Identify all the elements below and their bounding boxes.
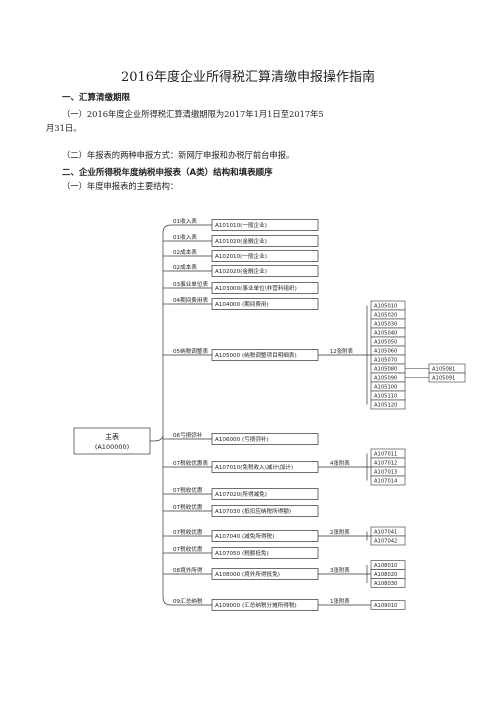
attach-count-label: 12张附表 (330, 347, 354, 355)
form-code: A101020(金融企业) (215, 237, 267, 245)
form-code: A109000 (汇总纳税分摊所得税) (215, 601, 297, 609)
section-heading-structure: 二、企业所得税年度纳税申报表（A类）结构和填表顺序 (62, 168, 273, 178)
attachment-code: A108030 (374, 581, 397, 587)
attachment-box (370, 535, 406, 546)
sub-attachment-code: A105091 (432, 376, 455, 382)
form-code: A107030 (抵扣应纳税所得额) (215, 507, 291, 515)
form-box (211, 547, 319, 559)
sub-attachment-code: A105081 (432, 367, 455, 373)
attachment-code: A108020 (374, 572, 397, 578)
form-code: A101010(一般企业) (215, 221, 267, 229)
branch-label: 08境外所得 (173, 566, 203, 574)
form-code: A105000 (纳税调整项目明细表) (215, 351, 297, 359)
attachment-code: A109010 (374, 603, 397, 609)
form-box (211, 298, 319, 310)
form-box (211, 505, 319, 517)
form-code: A107040 (减免所得税) (215, 532, 274, 540)
sub-attachment-box (428, 372, 466, 383)
branch-label: 03事业单位表 (173, 280, 208, 288)
paragraph-structure: （一）年度申报表的主要结构： (62, 181, 179, 191)
attachment-code: A107012 (374, 461, 397, 467)
attachment-code: A105110 (374, 394, 397, 400)
paragraph-deadline-1: （一）2016年度企业所得税汇算清缴期限为2017年1月1日至2017年5 (62, 109, 324, 119)
branch-curve (162, 596, 172, 606)
paragraph-deadline-1-cont: 月31日。 (46, 123, 82, 133)
form-box (211, 250, 319, 262)
attach-count-label: 1张附表 (330, 597, 350, 605)
attachment-box (370, 475, 406, 486)
form-box (211, 488, 319, 500)
attachment-code: A105010 (374, 304, 397, 310)
form-code: A107020(所得减免) (215, 490, 267, 498)
paragraph-filing-methods: （二）年报表的两种申报方式：新网厅申报和办税厅前台申报。 (62, 150, 295, 160)
branch-label: 04期间费用表 (173, 296, 208, 304)
branch-label: 07税收优惠 (173, 528, 203, 536)
branch-curve (162, 224, 172, 234)
attachment-code: A105100 (374, 385, 397, 391)
attachment-code: A105020 (374, 313, 397, 319)
attachment-code: A105050 (374, 340, 397, 346)
form-code: A104000 (期间费用) (215, 300, 269, 308)
attachment-code: A105060 (374, 349, 397, 355)
page-title: 2016年度企业所得税汇算清缴申报操作指南 (120, 70, 376, 85)
attachment-code: A105040 (374, 331, 397, 337)
form-box (211, 433, 319, 445)
section-heading-deadline: 一、汇算清缴期限 (62, 93, 131, 103)
branch-label: 09汇总纳税 (173, 597, 203, 605)
form-code: A102010(一般企业) (215, 252, 267, 260)
attachment-code: A105030 (374, 322, 397, 328)
branch-label: 02成本表 (173, 248, 197, 256)
attachment-box (370, 399, 406, 410)
form-box (211, 282, 319, 294)
form-code: A107010(免税收入\减计\加计) (215, 463, 293, 471)
form-box (211, 235, 319, 247)
branch-label: 01收入表 (173, 233, 197, 241)
attachment-code: A107011 (374, 452, 397, 458)
root-code: (A100000) (95, 443, 129, 451)
attachment-box (370, 578, 406, 588)
form-box (211, 219, 319, 231)
root-box (73, 427, 151, 455)
form-box (211, 265, 319, 277)
attachment-code: A105070 (374, 358, 397, 364)
attachment-box (370, 600, 406, 610)
attachment-code: A105090 (374, 376, 397, 382)
attach-count-label: 4张附表 (330, 459, 350, 467)
attachment-code: A105080 (374, 367, 397, 373)
branch-label: 02成本表 (173, 263, 197, 271)
attachment-code: A105120 (374, 403, 397, 409)
attachment-code: A107014 (374, 479, 398, 485)
form-code: A107050 (税额抵免) (215, 549, 269, 557)
branch-label: 06亏损弥补 (173, 431, 203, 439)
spine-joint (152, 434, 164, 442)
root-label: 主表 (105, 432, 119, 441)
branch-label: 07税收优惠 (173, 486, 203, 494)
branch-label: 05纳税调整表 (173, 347, 208, 355)
form-code: A103000(事业单位\非营利组织) (215, 284, 297, 292)
attachment-code: A107041 (374, 530, 397, 536)
branch-label: 07税收优惠 (173, 503, 203, 511)
form-code: A106000 (亏损弥补) (215, 435, 269, 443)
branch-label: 07税收优惠 (173, 545, 203, 553)
attach-count-label: 3张附表 (330, 566, 350, 574)
branch-label: 07税收优惠表 (173, 459, 208, 467)
attachment-code: A108010 (374, 563, 397, 569)
branch-label: 01收入表 (173, 217, 197, 225)
form-code: A102020(金融企业) (215, 267, 267, 275)
attach-count-label: 2张附表 (330, 528, 350, 536)
form-code: A108000 (境外所得抵免) (215, 570, 280, 578)
attachment-code: A107013 (374, 470, 397, 476)
attachment-code: A107042 (374, 539, 397, 545)
